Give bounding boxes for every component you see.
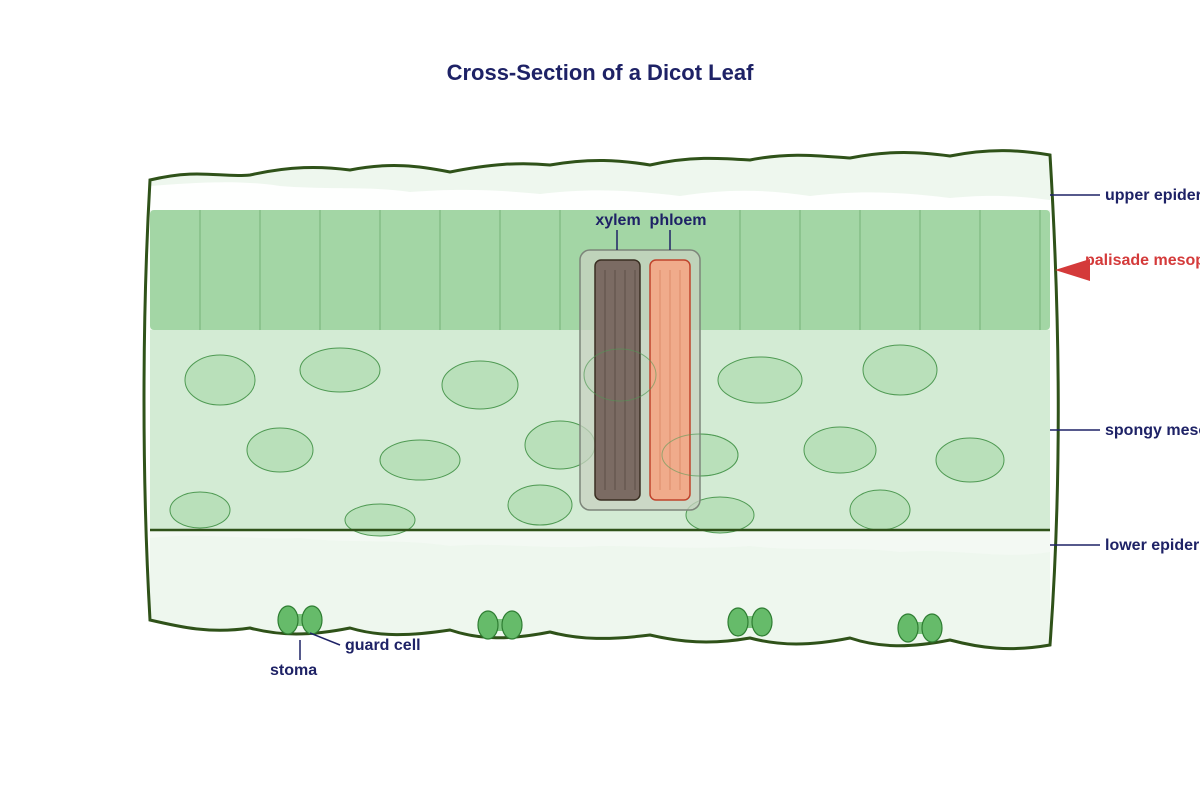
guard-cell (921, 613, 943, 643)
guard-cell (727, 607, 749, 637)
label-guard-cell: guard cell (345, 637, 421, 654)
spongy-cell (184, 354, 256, 406)
stoma (277, 605, 323, 635)
stoma (897, 613, 943, 643)
label-lower-epidermis: lower epidermis (1105, 537, 1200, 554)
phloem-tubes (659, 270, 681, 490)
guard-cell (501, 610, 523, 640)
spongy-cell-overlay (583, 348, 657, 402)
label-phloem: phloem (650, 212, 707, 229)
spongy-cell (344, 503, 416, 537)
spongy-cell (299, 347, 381, 393)
xylem (594, 259, 641, 501)
spongy-cell (849, 489, 911, 531)
xylem-vessels (604, 270, 636, 490)
leaf-outline (142, 149, 1060, 651)
label-spongy-mesophyll: spongy mesophyll (1105, 422, 1200, 439)
spongy-cell (803, 426, 877, 474)
stoma (477, 610, 523, 640)
guard-cell-leader (309, 632, 341, 646)
spongy-cell-overlay (661, 433, 739, 477)
spongy-cell (717, 356, 803, 404)
spongy-cell (441, 360, 519, 410)
guard-cell (277, 605, 299, 635)
spongy-cell (507, 484, 573, 526)
spongy-cell (169, 491, 231, 529)
guard-cell (301, 605, 323, 635)
label-stoma: stoma (270, 662, 317, 679)
label-xylem: xylem (595, 212, 640, 229)
leader-lines (299, 194, 1100, 660)
diagram-title: Cross-Section of a Dicot Leaf (447, 60, 755, 85)
lower-epidermis-band (150, 532, 1050, 555)
label-upper-epidermis: upper epidermis (1105, 187, 1200, 204)
spongy-cell (379, 439, 461, 481)
spongy-cell (246, 427, 314, 473)
guard-cell (751, 607, 773, 637)
spongy-cells (169, 344, 1005, 537)
stoma (727, 607, 773, 637)
guard-cell (477, 610, 499, 640)
spongy-cell (862, 344, 938, 396)
spongy-cell (935, 437, 1005, 483)
label-palisade-mesophyll: palisade mesophyll (1085, 252, 1200, 269)
palisade-cell-walls (199, 210, 1041, 330)
guard-cell (897, 613, 919, 643)
upper-epidermis-highlight (150, 182, 1050, 210)
palisade-highlight-arrow (1055, 259, 1090, 281)
spongy-cell (685, 496, 755, 534)
